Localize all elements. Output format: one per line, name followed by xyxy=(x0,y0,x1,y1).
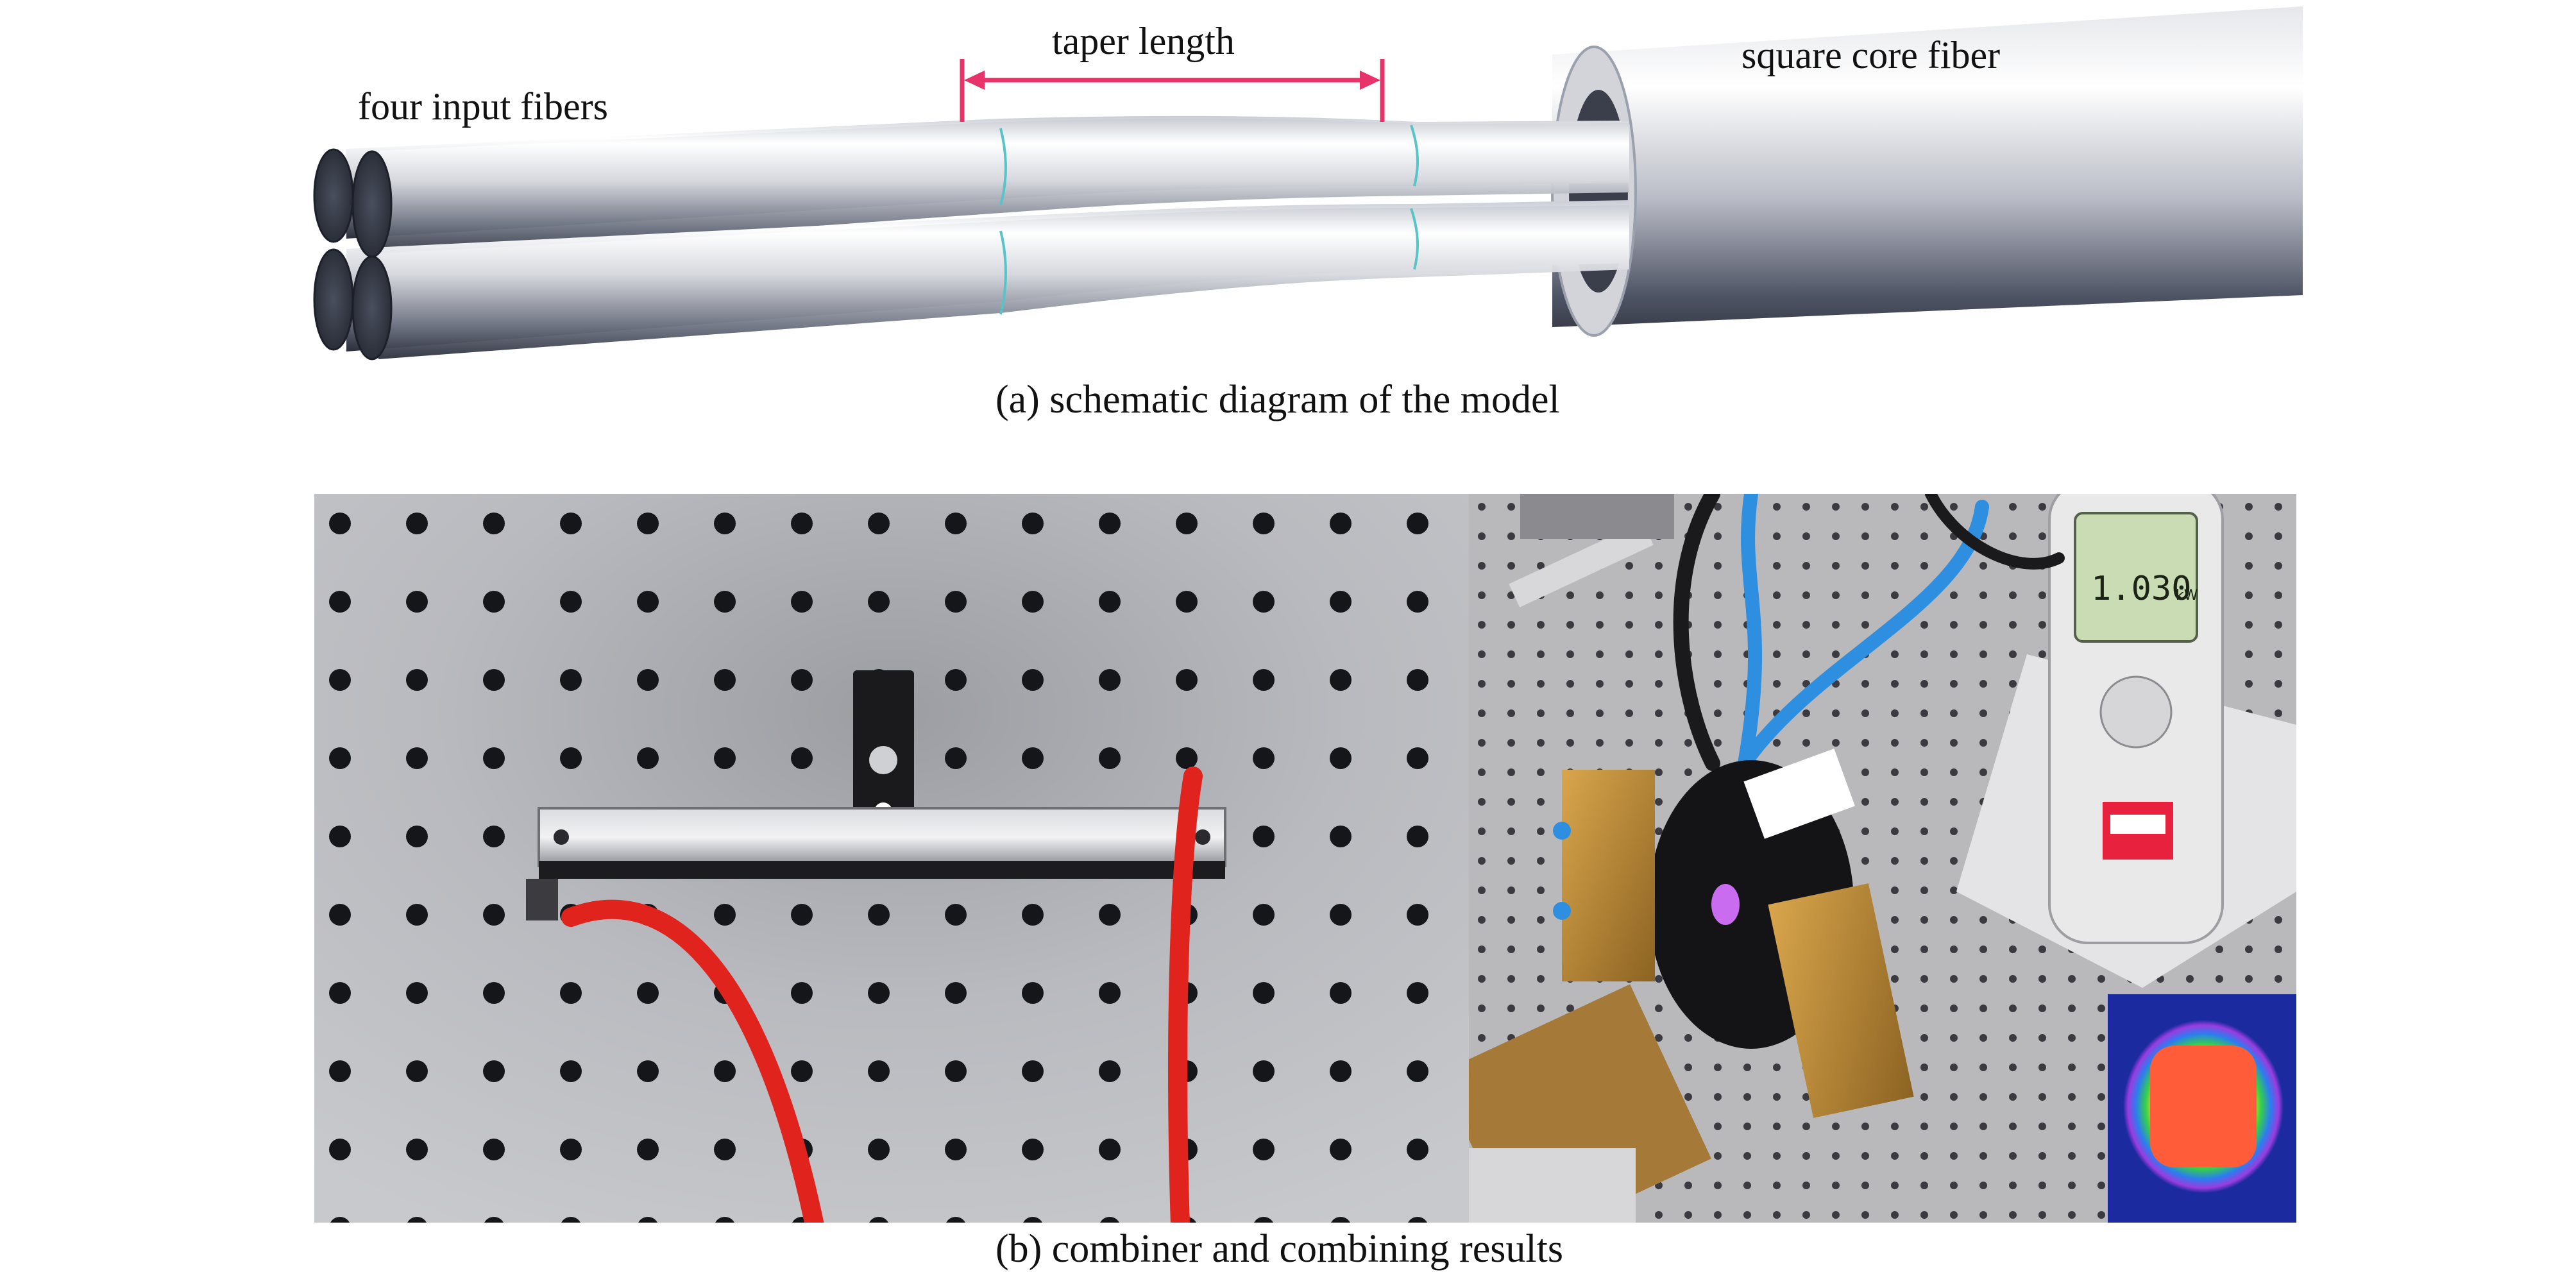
power-meter xyxy=(1956,494,2296,988)
fiber-front-pair xyxy=(346,200,1629,359)
meter-reading: 1.030 xyxy=(2091,570,2192,608)
taper-seams xyxy=(999,124,1419,315)
label-four-input-fibers: four input fibers xyxy=(358,85,608,128)
photo-combiner xyxy=(314,494,1469,1223)
cooling-tubes xyxy=(1673,494,2065,771)
setup-illustration: 1.030 kW xyxy=(1469,494,2296,1223)
panel-a: four input fibers taper length square co… xyxy=(0,0,2576,449)
taper-length-marker xyxy=(960,59,1385,122)
red-fiber-cables xyxy=(561,767,1203,1223)
combiner-housing xyxy=(526,807,1226,920)
meter-unit: kW xyxy=(2176,588,2198,604)
combiner-illustration xyxy=(314,494,1469,1223)
fiber-schematic xyxy=(313,6,2303,360)
beam-profile-inset xyxy=(2108,994,2296,1223)
fiber-end-faces xyxy=(313,148,393,360)
label-taper-length: taper length xyxy=(1052,20,1235,62)
photo-setup: 1.030 kW xyxy=(1469,494,2296,1223)
label-square-core-fiber: square core fiber xyxy=(1741,34,2001,76)
collimator-mount xyxy=(1469,749,1914,1223)
caption-b: (b) combiner and combining results xyxy=(996,1227,1564,1271)
caption-a: (a) schematic diagram of the model xyxy=(996,378,1560,421)
